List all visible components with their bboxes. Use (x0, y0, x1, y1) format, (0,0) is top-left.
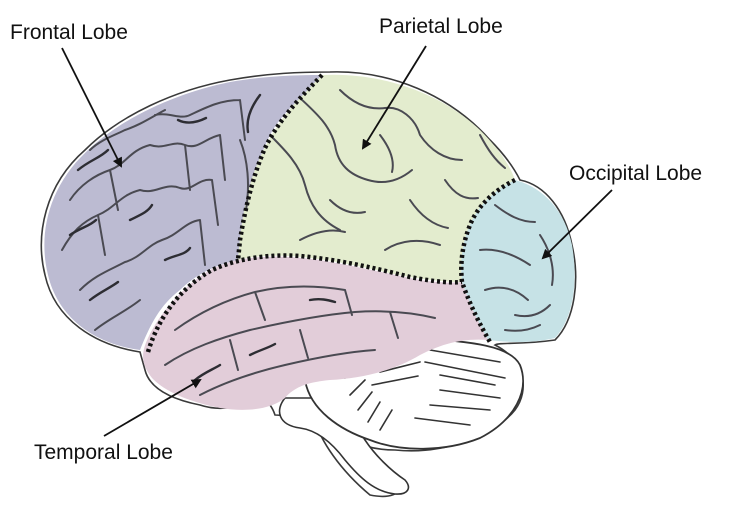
parietal-lobe-region (238, 74, 515, 283)
temporal-pointer-arrow (103, 378, 202, 437)
temporal-gyri (164, 285, 436, 396)
frontal-sulci-dark (68, 93, 262, 302)
frontal-lobe-label: Frontal Lobe (10, 21, 128, 44)
central-sulcus-boundary (235, 73, 324, 261)
temporal-lobe-label: Temporal Lobe (34, 441, 173, 464)
brainstem (278, 397, 410, 495)
frontal-pointer-arrow (61, 47, 122, 168)
temporal-sulci-dark (193, 297, 337, 382)
temporal-lobe-region (143, 256, 488, 410)
parietal-gyri (269, 89, 506, 251)
occipital-pointer-arrow (541, 189, 613, 260)
frontal-gyri (61, 99, 249, 331)
frontal-lobe-region (44, 75, 323, 350)
occipital-lobe-region (461, 180, 575, 342)
parietal-lobe-label: Parietal Lobe (379, 15, 503, 38)
cerebellum-folia (344, 349, 506, 431)
parieto-occipital-boundary (459, 177, 517, 344)
occipital-lobe-label: Occipital Lobe (569, 162, 703, 185)
parietal-pointer-arrow (361, 45, 427, 150)
